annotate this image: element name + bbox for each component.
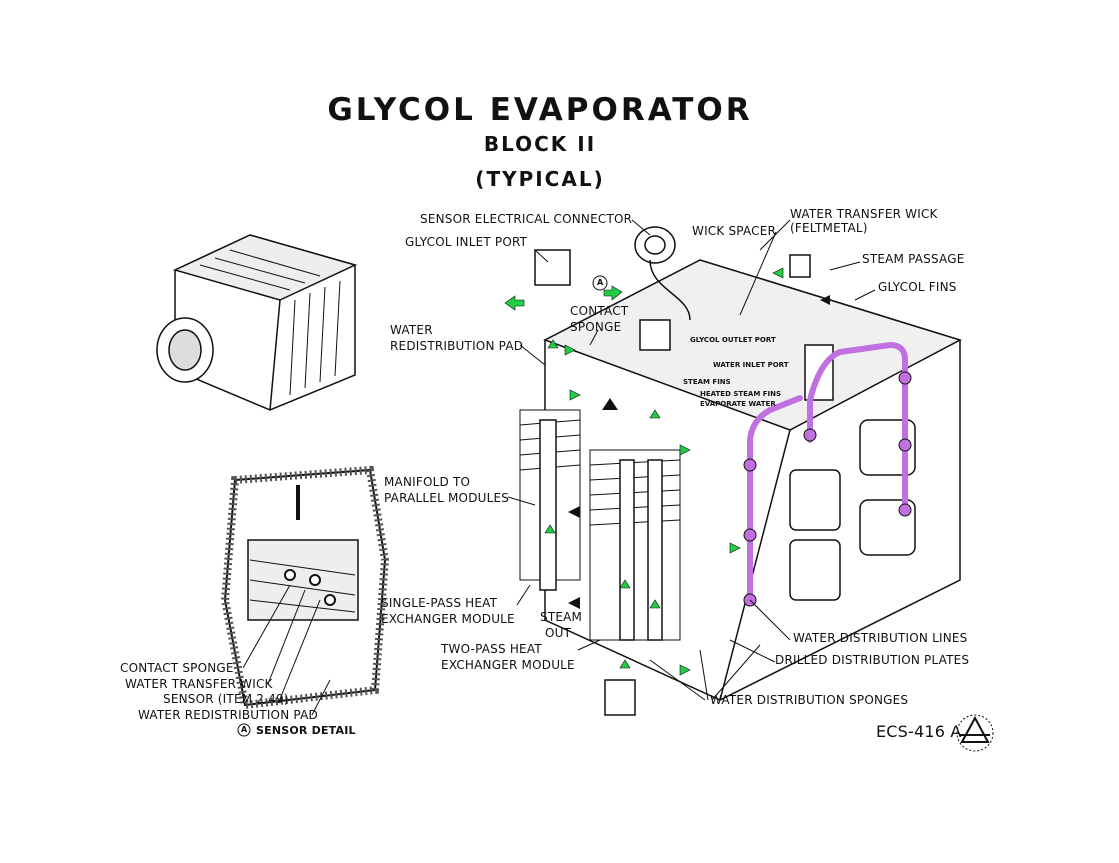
label-steam-fins: STEAM FINS: [683, 378, 731, 386]
label-water-dist-sponges: WATER DISTRIBUTION SPONGES: [710, 693, 909, 707]
label-contact-sponge-2: SPONGE: [570, 320, 622, 334]
label-two-pass-2: EXCHANGER MODULE: [441, 658, 575, 672]
label-single-pass-2: EXCHANGER MODULE: [381, 612, 515, 626]
label-two-pass-1: TWO-PASS HEAT: [441, 642, 542, 656]
label-single-pass-1: SINGLE-PASS HEAT: [381, 596, 498, 610]
drawing-number: ECS-416 A: [876, 722, 962, 741]
flow-arrows: [504, 267, 784, 676]
label-steam-passage: STEAM PASSAGE: [862, 252, 965, 266]
label-water-transfer-wick: WATER TRANSFER WICK: [790, 207, 938, 221]
label-water-inlet: WATER INLET PORT: [713, 361, 789, 369]
steam-arrows: [568, 295, 830, 609]
diagram-note: (TYPICAL): [475, 167, 605, 191]
label-water-dist-lines: WATER DISTRIBUTION LINES: [793, 631, 968, 645]
label-glycol-outlet: GLYCOL OUTLET PORT: [690, 336, 776, 344]
label-water-redist-1: WATER: [390, 323, 433, 337]
label-heated-fins-2: EVAPORATE WATER: [700, 400, 776, 408]
label-glycol-inlet: GLYCOL INLET PORT: [405, 235, 528, 249]
label-sensor-connector: SENSOR ELECTRICAL CONNECTOR: [420, 212, 633, 226]
label-manifold-2: PARALLEL MODULES: [384, 491, 510, 505]
label-contact-sponge-1: CONTACT: [570, 304, 629, 318]
detail-caption-marker: A: [241, 725, 248, 734]
detail-caption: SENSOR DETAIL: [256, 724, 356, 737]
water-distribution-lines: [747, 341, 908, 603]
sensor-detail-inset: [220, 465, 390, 710]
callout-a: A: [597, 278, 604, 287]
label-manifold-1: MANIFOLD TO: [384, 475, 471, 489]
label-drilled-plates: DRILLED DISTRIBUTION PLATES: [775, 653, 970, 667]
detail-marker-circle: [237, 723, 251, 737]
label-leader-lines: [507, 219, 876, 701]
detail-sensor: SENSOR (ITEM 2.49): [163, 692, 289, 706]
detail-leader-lines: [242, 584, 331, 716]
label-feltmetal: (FELTMETAL): [790, 221, 868, 235]
label-glycol-fins: GLYCOL FINS: [878, 280, 957, 294]
diagram-subtitle: BLOCK II: [483, 132, 597, 156]
callout-a-circle: [592, 275, 608, 291]
detail-contact-sponge: CONTACT SPONGE: [120, 661, 234, 675]
diagram-title: GLYCOL EVAPORATOR: [327, 92, 753, 128]
label-heated-fins-1: HEATED STEAM FINS: [700, 390, 782, 398]
detail-water-transfer-wick: WATER TRANSFER WICK: [125, 677, 273, 691]
label-steam-out-2: OUT: [545, 626, 572, 640]
label-water-redist-2: REDISTRIBUTION PAD: [390, 339, 524, 353]
water-line-fittings: [743, 371, 912, 607]
label-steam-out-1: STEAM: [540, 610, 583, 624]
detail-water-redist-pad: WATER REDISTRIBUTION PAD: [138, 708, 318, 722]
label-wick-spacer: WICK SPACER: [692, 224, 777, 238]
evaporator-isometric-view: [156, 234, 358, 411]
logo-emblem: [956, 714, 994, 752]
